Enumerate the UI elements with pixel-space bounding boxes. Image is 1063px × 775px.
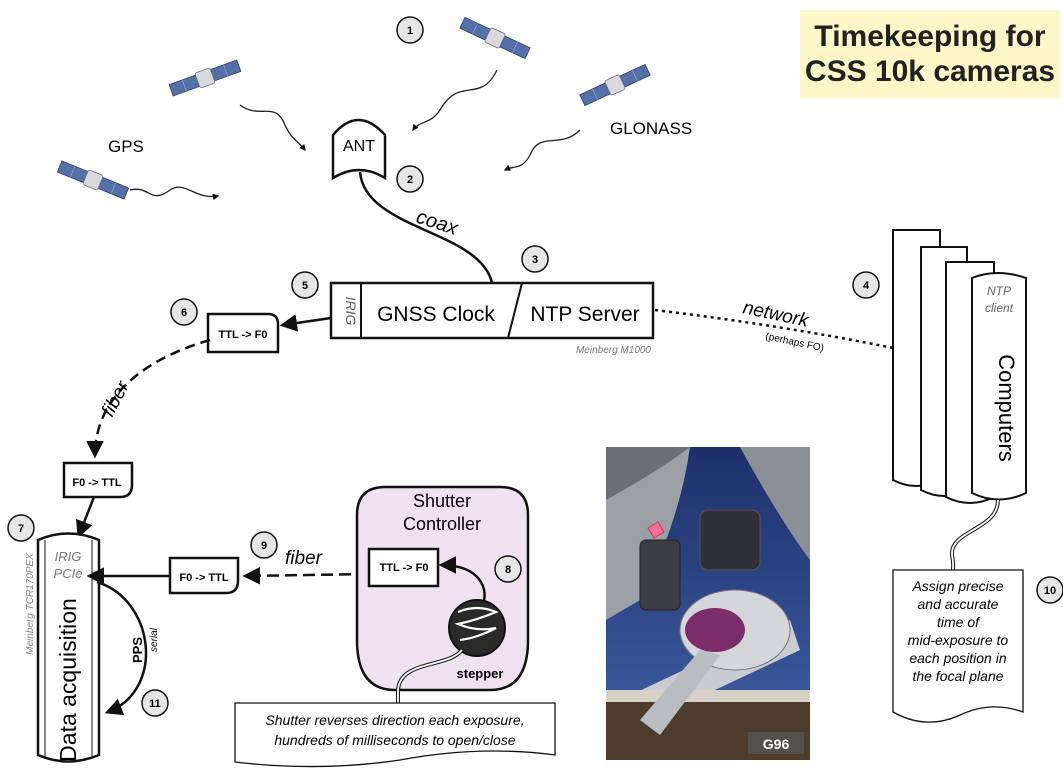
step-marker-4: 4 (852, 271, 880, 299)
assign-note-line: mid-exposure to (908, 632, 1009, 648)
fiber-label: fiber (98, 377, 134, 420)
glonass-label: GLONASS (610, 119, 692, 138)
ntp-client-label: NTP (987, 284, 1011, 298)
ttl-fo-top-box (206, 312, 280, 354)
step-marker-8: 8 (494, 555, 522, 583)
ntp-client-label: client (985, 301, 1014, 315)
photo-label: G96 (763, 736, 790, 752)
title-line-2: CSS 10k cameras (804, 55, 1056, 88)
satellite-icon (168, 57, 242, 99)
step-number: 2 (407, 174, 413, 186)
assign-note-line: each position in (909, 650, 1007, 666)
fo-ttl-mid-label: F0 -> TTL (179, 572, 228, 584)
signal-wave (239, 104, 306, 152)
network-link (654, 308, 894, 350)
irig-label: IRIG (343, 297, 359, 326)
signal-wave (129, 186, 220, 201)
fo-ttl-mid-box (168, 556, 240, 595)
note-cable (950, 499, 1000, 576)
step-marker-10: 10 (1036, 576, 1063, 604)
antenna-shape (331, 118, 387, 181)
step-number: 8 (505, 564, 511, 576)
step-number: 1 (407, 25, 413, 37)
assign-note-line: Assign precise (911, 578, 1003, 594)
ttl-fo-shutter-box (367, 547, 440, 588)
stepper-label: stepper (457, 666, 504, 681)
ttl-fo-top-label: TTL -> F0 (219, 329, 268, 341)
shutter-title: Shutter (413, 491, 471, 511)
antenna-label: ANT (343, 138, 375, 155)
computers-stack (892, 229, 1027, 504)
step-number: 7 (18, 523, 24, 535)
step-marker-11: 11 (141, 689, 169, 717)
daq-box (36, 532, 101, 763)
server-divider (507, 282, 523, 339)
title-line-1: Timekeeping for (814, 20, 1046, 53)
fiber-label: fiber (285, 548, 323, 569)
ntp-server-label: NTP Server (530, 303, 639, 326)
shutter-title: Controller (403, 514, 481, 534)
step-marker-9: 9 (250, 531, 278, 559)
step-marker-2: 2 (396, 165, 424, 193)
stepper-coil (454, 606, 499, 642)
assign-note-box (892, 569, 1024, 723)
signal-wave (412, 69, 498, 132)
server-box (329, 281, 655, 340)
step-marker-1: 1 (396, 16, 424, 44)
shutter-cable (397, 649, 463, 708)
shutter-note-box (234, 702, 556, 768)
assign-note-line: the focal plane (912, 668, 1003, 684)
fiber-link (86, 338, 211, 459)
signal-wave (503, 129, 581, 171)
step-marker-7: 7 (7, 514, 35, 542)
daq-model-label: Meinberg TCR170PEX (25, 553, 36, 655)
server-model-label: Meinberg M1000 (576, 345, 651, 356)
serial-label: serial (149, 627, 160, 652)
network-label: network (741, 297, 812, 332)
step-number: 11 (149, 698, 161, 710)
step-number: 3 (532, 254, 538, 266)
step-marker-5: 5 (291, 271, 319, 299)
shutter-note-line: hundreds of milliseconds to open/close (274, 732, 515, 748)
satellite-icon (458, 15, 532, 61)
step-number: 5 (302, 280, 308, 292)
satellite-icon (56, 158, 130, 202)
coax-cable (358, 171, 494, 284)
step-number: 6 (181, 307, 187, 319)
assign-note-line: time of (937, 614, 981, 630)
gps-label: GPS (108, 137, 144, 156)
daq-label: Data acquisition (55, 598, 81, 762)
fo-ttl-left-box (62, 461, 134, 499)
satellite-icon (578, 62, 652, 108)
daq-card-label: PCIe (54, 566, 83, 581)
fiber-link (242, 567, 370, 585)
irig-arrow (279, 314, 332, 332)
fo-ttl-left-label: F0 -> TTL (72, 477, 121, 489)
pps-label: PPS (130, 637, 145, 663)
title-box: Timekeeping for CSS 10k cameras (800, 10, 1060, 98)
computers-label: Computers (994, 354, 1019, 462)
daq-card-label: IRIG (55, 549, 82, 564)
pps-loop (96, 580, 148, 716)
step-number: 4 (863, 280, 870, 292)
step-number: 9 (261, 540, 267, 552)
step-marker-6: 6 (170, 298, 198, 326)
ttl-arrow (76, 496, 96, 539)
gnss-clock-label: GNSS Clock (377, 303, 495, 326)
step-number: 10 (1044, 585, 1056, 597)
assign-note-line: and accurate (918, 596, 999, 612)
ttl-fo-shutter-label: TTL -> F0 (380, 562, 429, 574)
shutter-note-line: Shutter reverses direction each exposure… (265, 712, 524, 728)
step-marker-3: 3 (521, 245, 549, 273)
telescope-photo (606, 447, 810, 760)
